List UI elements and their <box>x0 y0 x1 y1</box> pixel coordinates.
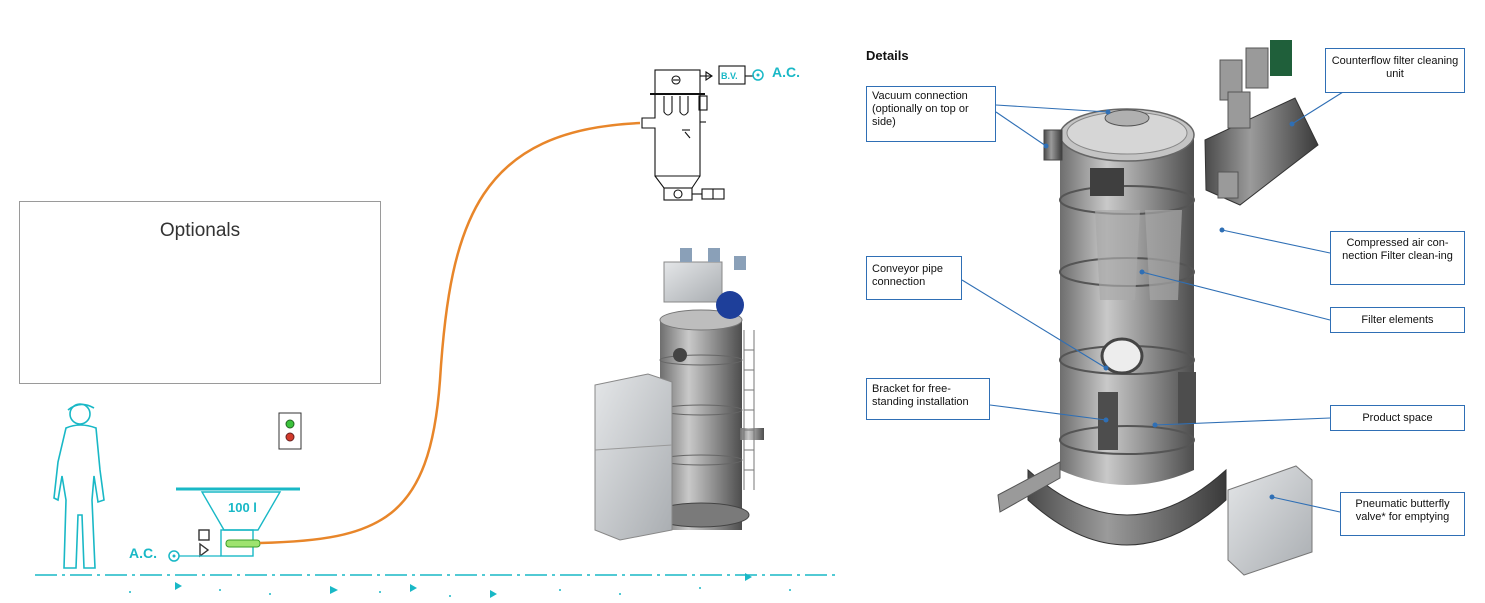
ac-left-label: A.C. <box>129 545 157 561</box>
optionals-box: Optionals <box>19 201 381 384</box>
details-title: Details <box>866 48 909 63</box>
hopper-volume-label: 100 l <box>228 500 257 515</box>
operator-figure <box>53 403 105 569</box>
optionals-title: Optionals <box>159 220 241 241</box>
ac-right-connector <box>752 69 764 81</box>
ground-hatching <box>129 573 791 598</box>
ac-left-connector <box>168 550 221 562</box>
callout-compressed-air: Compressed air con-nection Filter clean-… <box>1330 231 1465 285</box>
conveying-hose <box>259 121 641 545</box>
suction-nozzle <box>225 539 261 548</box>
receiver-vessel-schematic <box>641 65 754 201</box>
callout-arrowheads <box>1043 109 1295 500</box>
receiver-3d-rendering <box>579 240 797 557</box>
callout-leader-lines <box>961 91 1344 513</box>
callout-filter-elements: Filter elements <box>1330 307 1465 333</box>
ac-right-label: A.C. <box>772 64 800 80</box>
callout-bracket: Bracket for free-standing installation <box>866 378 990 420</box>
callout-counterflow-filter: Counterflow filter cleaning unit <box>1325 48 1465 93</box>
callout-product-space: Product space <box>1330 405 1465 431</box>
callout-butterfly-valve: Pneumatic butterfly valve* for emptying <box>1340 492 1465 536</box>
callout-vacuum-connection: Vacuum connection (optionally on top or … <box>866 86 996 142</box>
callout-conveyor-pipe: Conveyor pipe connection <box>866 256 962 300</box>
signal-indicator <box>278 412 302 450</box>
bv-label: B.V. <box>721 71 738 81</box>
